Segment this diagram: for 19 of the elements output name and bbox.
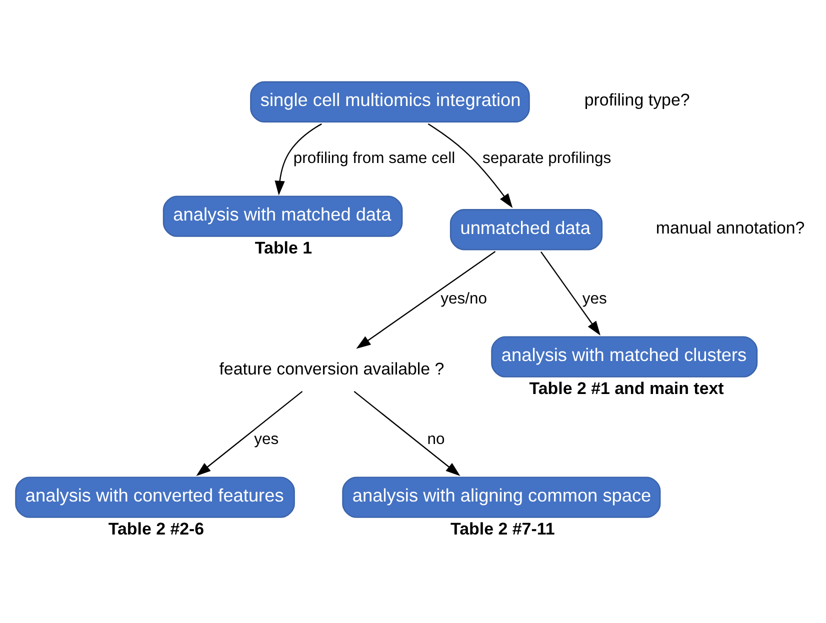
arrow bbox=[354, 390, 460, 476]
edge-label: separate profilings bbox=[482, 149, 612, 166]
edge-label: yes/no bbox=[440, 290, 488, 307]
arrow bbox=[196, 390, 303, 476]
arrow bbox=[356, 250, 496, 348]
arrow bbox=[540, 250, 600, 335]
edge-label: profiling from same cell bbox=[293, 149, 456, 166]
label: manual annotation? bbox=[656, 218, 805, 238]
node-label: Table 2 #1 and main text bbox=[529, 378, 724, 398]
arrow bbox=[274, 122, 322, 195]
label: profiling type? bbox=[584, 90, 690, 110]
edge-label: no bbox=[427, 430, 445, 448]
arrow bbox=[428, 122, 513, 208]
node-label: Table 1 bbox=[254, 238, 312, 257]
edge-label: yes bbox=[582, 290, 607, 307]
edge-label: yes bbox=[254, 430, 279, 448]
node-text: feature conversion available ? bbox=[219, 359, 444, 378]
node-label: Table 2 #7-11 bbox=[450, 518, 555, 538]
node-label: Table 2 #2-6 bbox=[108, 518, 204, 538]
